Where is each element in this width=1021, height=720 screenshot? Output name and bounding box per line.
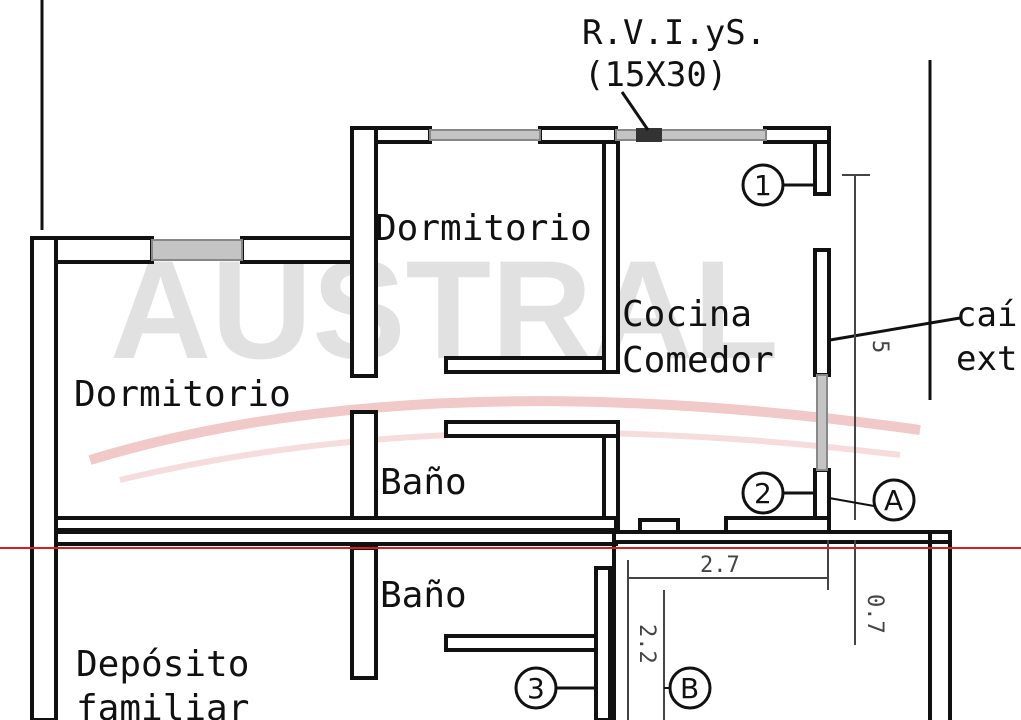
windows <box>151 129 828 471</box>
annotation-rvis-size: (15X30) <box>584 55 727 95</box>
side-note-leader <box>829 316 961 342</box>
marker-b: B <box>664 666 712 710</box>
dimension-horizontal: 2.7 <box>700 553 740 578</box>
svg-text:2: 2 <box>754 477 772 510</box>
svg-text:A: A <box>884 484 903 517</box>
marker-a: A <box>828 478 916 522</box>
rvis-vent <box>636 128 662 142</box>
room-label-familiar: familiar <box>76 688 249 720</box>
svg-text:B: B <box>680 672 699 705</box>
watermark-swoosh <box>88 396 921 465</box>
side-note-line2: ext <box>956 339 1017 379</box>
marker-2: 2 <box>741 471 815 515</box>
annotation-rvis: R.V.I.yS. <box>582 13 766 53</box>
svg-text:1: 1 <box>754 169 772 202</box>
dimension-vertical-left: 2.2 <box>634 624 659 664</box>
marker-3: 3 <box>514 666 596 710</box>
rvis-leader <box>620 91 650 131</box>
room-label-bano-upper: Baño <box>380 462 467 503</box>
dimension-vertical-top: 5 <box>867 340 892 353</box>
marker-1: 1 <box>741 163 815 207</box>
walls <box>30 126 952 720</box>
room-label-bano-lower: Baño <box>380 575 467 616</box>
side-note-line1: caí <box>956 295 1017 335</box>
dimension-vertical-right: 0.7 <box>862 594 887 634</box>
room-label-comedor: Comedor <box>622 340 774 381</box>
watermark-swoosh-2 <box>119 429 901 483</box>
room-label-dormitorio-left: Dormitorio <box>74 374 291 415</box>
svg-text:3: 3 <box>527 672 545 705</box>
room-label-cocina: Cocina <box>622 294 752 335</box>
room-label-deposito: Depósito <box>76 644 249 685</box>
room-label-dormitorio-top: Dormitorio <box>375 208 592 249</box>
